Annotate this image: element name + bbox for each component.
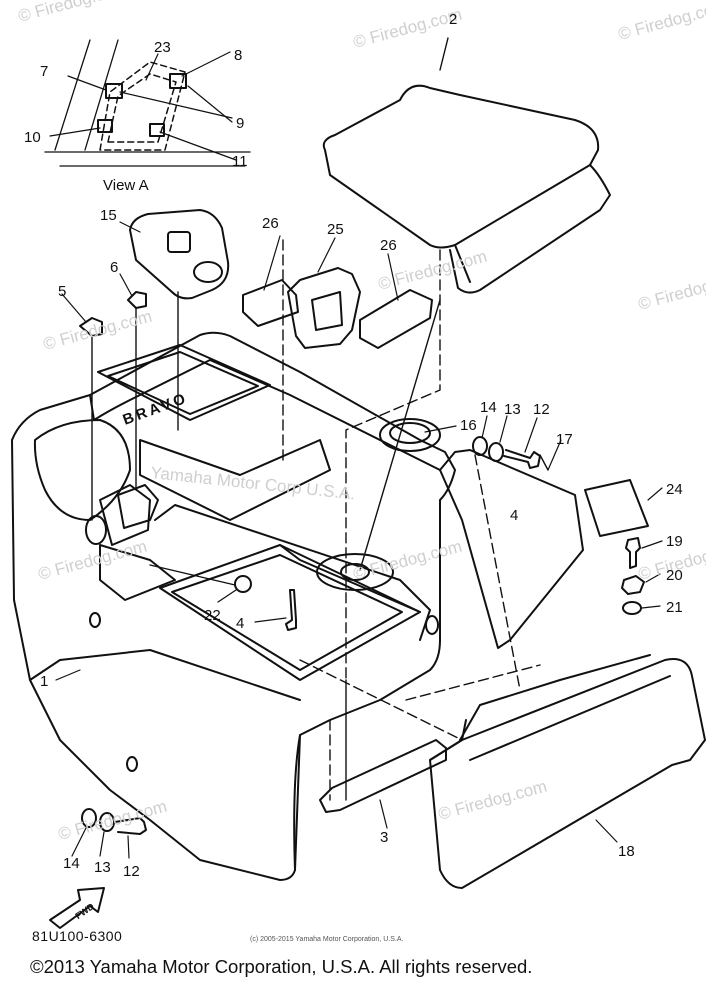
callout-1: 1 [40,673,48,690]
part-26-pad-left-shape [242,279,299,327]
callout-21: 21 [666,599,683,616]
callout-24: 24 [666,481,683,498]
part-6-clip-shape [127,291,147,309]
part-26-pad-right-shape [359,289,433,349]
view-a-inset [44,39,251,167]
callout-10: 10 [24,129,41,146]
view-a-label: View A [103,177,149,194]
callout-14: 14 [480,399,497,416]
clip-7-shape [105,83,123,99]
part-1-console-body-shape [11,331,456,881]
fasteners-top-shape [472,436,541,469]
callout-23: 23 [154,39,171,56]
callout-labels: 1 2 3 4 5 6 7 8 9 10 11 12 13 14 15 16 1… [24,11,683,880]
part-17-panel-shape [439,449,584,649]
callout-9: 9 [236,115,244,132]
callout-12: 12 [533,401,550,418]
part-2-lid-shape [322,84,611,294]
fasteners-right-shape [621,537,645,615]
callout-25: 25 [327,221,344,238]
callout-3: 3 [380,829,388,846]
callout-15: 15 [100,207,117,224]
watermark-4: © Firedog.com [41,307,154,354]
callout-20: 20 [666,567,683,584]
callout-13: 13 [504,401,521,418]
part-25-bracket-shape [287,267,361,349]
ref-small-4: 4 [510,507,518,524]
part-16-grommet-shape [379,418,441,452]
watermark-1: © Firedog.com [16,0,129,26]
callout-5: 5 [58,283,66,300]
copyright-line: ©2013 Yamaha Motor Corporation, U.S.A. A… [30,956,533,977]
watermark-10: © Firedog.com [56,797,169,844]
part-18-panel-shape [429,654,706,889]
part-3-bracket-shape [319,739,447,813]
watermark-3: © Firedog.com [616,0,706,44]
callout-16: 16 [460,417,477,434]
callout-17: 17 [556,431,573,448]
watermark-2: © Firedog.com [351,5,464,52]
callout-18: 18 [618,843,635,860]
fwd-label: FWD [73,901,96,921]
small-copyright: (c) 2005-2015 Yamaha Motor Corporation, … [250,936,404,943]
callout-22: 22 [204,607,221,624]
emblem-text: BRAVO [121,390,191,429]
watermarks: © Firedog.com © Firedog.com © Firedog.co… [16,0,706,844]
watermark-6: © Firedog.com [636,267,706,314]
clip-8-shape [169,73,187,89]
callout-12-bottom: 12 [123,863,140,880]
callout-26-right: 26 [380,237,397,254]
watermark-11: © Firedog.com [436,777,549,824]
callout-26: 26 [262,215,279,232]
parts-diagram: BRAVO © Firedog.com © Firedog.com © Fire… [11,0,706,929]
callout-13-bottom: 13 [94,859,111,876]
callout-19: 19 [666,533,683,550]
callout-2: 2 [449,11,457,28]
part-22-grommet-shape [234,575,252,593]
callout-6: 6 [110,259,118,276]
callout-7: 7 [40,63,48,80]
clip-10-shape [97,119,113,133]
part-number: 81U100-6300 [32,928,123,944]
clip-11-shape [149,123,165,137]
part-15-cover-shape [129,209,230,300]
part-4-screw-shape [285,589,297,631]
fwd-arrow-shape [49,887,105,929]
callout-11: 11 [232,153,248,170]
fasteners-bottom-shape [81,808,147,835]
callout-4: 4 [236,615,244,632]
part-5-clip-shape [79,317,103,337]
callout-8: 8 [234,47,242,64]
callout-14-bottom: 14 [63,855,80,872]
part-24-label-shape [584,479,649,537]
